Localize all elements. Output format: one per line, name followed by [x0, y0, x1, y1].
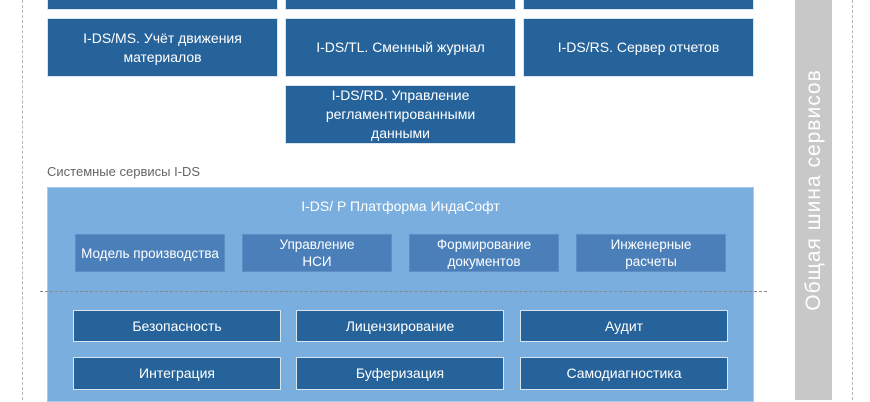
- component-box: Модель производства: [75, 234, 225, 272]
- module-box: [285, 0, 516, 10]
- service-box: Безопасность: [73, 310, 281, 342]
- module-rd: I-DS/RD. Управление регламентированными …: [285, 85, 516, 144]
- divider: [40, 291, 767, 292]
- service-box: Лицензирование: [296, 310, 504, 342]
- service-box: Аудит: [520, 310, 728, 342]
- module-ms: I-DS/MS. Учёт движения материалов: [47, 18, 278, 77]
- service-bus: Общая шина сервисов: [795, 0, 832, 400]
- right-border: [852, 0, 853, 400]
- service-box: Самодиагностика: [520, 357, 728, 390]
- service-bus-label: Общая шина сервисов: [801, 69, 825, 311]
- service-box: Интеграция: [73, 357, 281, 390]
- platform-title: I-DS/ P Платформа ИндаСофт: [301, 198, 500, 214]
- module-tl: I-DS/TL. Сменный журнал: [285, 18, 516, 77]
- component-box: Формирование документов: [409, 234, 559, 272]
- component-box: Управление НСИ: [242, 234, 392, 272]
- module-rs: I-DS/RS. Сервер отчетов: [523, 18, 754, 77]
- component-box: Инженерные расчеты: [576, 234, 726, 272]
- left-border: [22, 0, 23, 400]
- module-box: [523, 0, 754, 10]
- service-box: Буферизация: [296, 357, 504, 390]
- system-services-label: Системные сервисы I-DS: [47, 164, 201, 179]
- module-box: [47, 0, 278, 10]
